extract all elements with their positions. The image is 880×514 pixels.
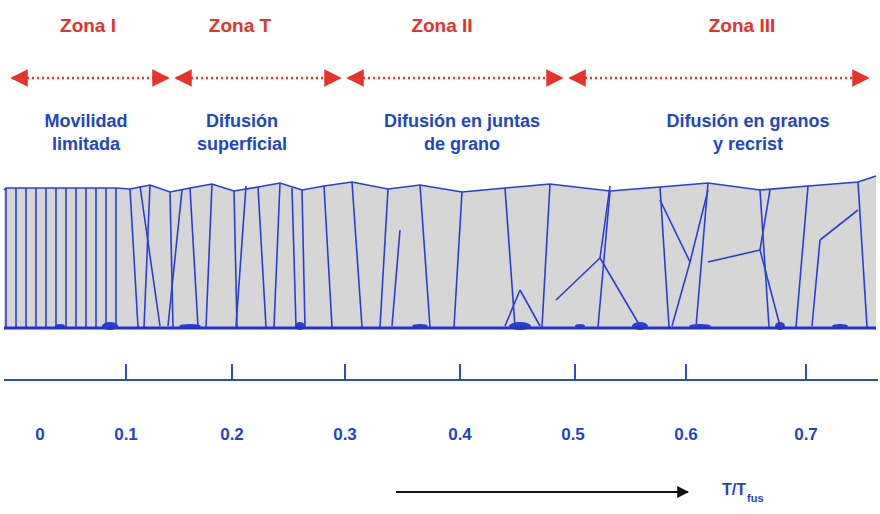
grain-boundary [352, 182, 362, 327]
grain-boundary [760, 190, 770, 250]
grain-boundary [600, 186, 610, 258]
axis-tick [125, 364, 127, 380]
grain-boundary [55, 188, 57, 327]
grain-boundary [392, 230, 400, 326]
tick-label: 0.5 [561, 424, 585, 446]
axis-tick [574, 364, 576, 380]
grain-boundary [812, 240, 820, 326]
axis-tick [231, 364, 233, 380]
axis-title: T/T [722, 480, 746, 501]
grain-boundary [45, 188, 47, 327]
zone-title: Zona T [209, 14, 271, 39]
grain-boundary [556, 258, 600, 300]
temperature-axis [4, 364, 878, 380]
tick-label: 0 [35, 424, 44, 446]
grain-boundary [520, 290, 540, 326]
grain-boundary [236, 186, 246, 326]
grain-boundary [274, 183, 280, 327]
zone-range-arrow [348, 77, 562, 80]
zone-range-arrow [12, 77, 168, 80]
grain-boundary [168, 190, 182, 326]
grain-boundary [140, 186, 160, 326]
grain-boundary [708, 250, 760, 262]
axis-subscript: fus [747, 491, 764, 505]
zone-range-arrow [570, 77, 868, 80]
grain-boundary [672, 262, 690, 326]
grain-boundary [15, 188, 17, 327]
grain-boundary [5, 188, 7, 327]
grain-boundary [324, 186, 332, 327]
zone-title: Zona III [709, 14, 776, 39]
grain-boundary [65, 188, 67, 327]
tick-label: 0.6 [674, 424, 698, 446]
grain-boundary [190, 188, 198, 327]
grain-structure [4, 176, 876, 330]
grain-boundary [760, 190, 769, 327]
grain-boundary [85, 188, 87, 327]
zone-mechanism: Difusión superficial [177, 110, 307, 157]
grain-boundary [258, 187, 266, 327]
grain-boundary [660, 200, 690, 262]
grain-boundary [35, 188, 37, 327]
grain-boundary [380, 189, 388, 327]
axis-tick [459, 364, 461, 380]
tick-label: 0.1 [114, 424, 138, 446]
grain-boundary [144, 185, 150, 327]
zone-mechanism: Difusión en granos y recrist [662, 110, 834, 157]
tick-label: 0.7 [794, 424, 818, 446]
substrate-line [4, 327, 876, 330]
grain-boundary [454, 192, 462, 327]
grain-boundary [600, 258, 640, 326]
film-surface [4, 176, 876, 192]
grain-boundary [302, 190, 305, 327]
grain-boundary [25, 188, 27, 327]
zone-mechanism: Movilidad limitada [26, 110, 146, 157]
tick-label: 0.2 [220, 424, 244, 446]
grain-boundary [542, 184, 550, 327]
grain-boundary [796, 186, 808, 327]
zone-title: Zona II [411, 14, 472, 39]
tick-label: 0.4 [448, 424, 472, 446]
grain-boundary [234, 191, 237, 327]
grain-boundary [130, 189, 138, 327]
axis-tick [344, 364, 346, 380]
axis-tick [805, 364, 807, 380]
axis-line [4, 379, 878, 381]
temperature-arrow [396, 491, 688, 493]
grain-boundary [95, 188, 97, 327]
zone-range-arrows [12, 78, 868, 79]
grain-boundary [75, 188, 77, 327]
tick-label: 0.3 [333, 424, 357, 446]
grain-boundary [696, 183, 708, 327]
grain-boundary [420, 185, 430, 327]
grain-boundary [858, 182, 867, 327]
grain-boundary [760, 250, 780, 326]
grain-boundary [505, 290, 520, 326]
grain-boundary [206, 184, 212, 327]
zone-range-arrow [176, 77, 340, 80]
grain-boundary [292, 188, 296, 326]
grain-boundary [115, 188, 117, 327]
zone-title: Zona I [60, 14, 116, 39]
axis-tick [685, 364, 687, 380]
grain-boundary [820, 210, 858, 240]
zone-mechanism: Difusión en juntas de grano [376, 110, 548, 157]
grain-boundary [105, 188, 107, 327]
film-fill [4, 176, 876, 327]
grain-boundary [690, 190, 708, 262]
